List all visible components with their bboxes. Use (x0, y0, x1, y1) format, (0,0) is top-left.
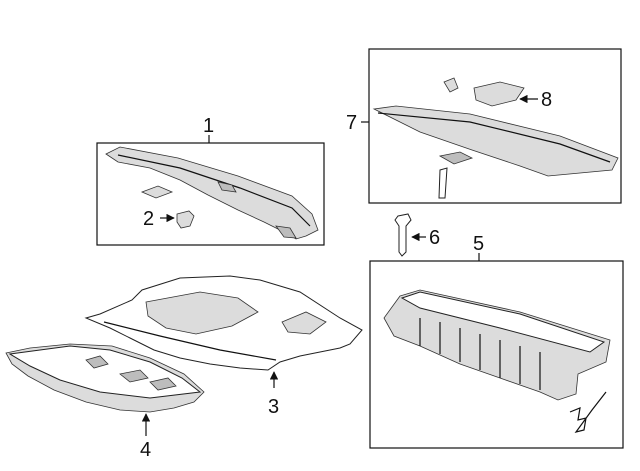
storage-tray-top (400, 291, 606, 353)
bolt-part (394, 213, 412, 257)
callout-1: 1 (203, 115, 214, 137)
group-cargo-cover: 7 8 (346, 48, 622, 204)
callout-6: 6 (429, 227, 440, 249)
callout-3: 3 (268, 396, 279, 418)
cargo-cover-bracket (438, 151, 474, 165)
box-cargo-cover (368, 48, 622, 204)
trim-panel-part (105, 146, 319, 240)
group-bolt: 6 (394, 213, 440, 257)
load-floor-cutouts (85, 355, 177, 391)
cargo-cover-part (372, 105, 619, 177)
small-clip-part (443, 77, 459, 93)
cargo-cover-post (438, 167, 448, 199)
box-storage-tray (369, 260, 624, 449)
callout-4: 4 (140, 439, 151, 461)
bracket-part (473, 81, 525, 107)
floor-panel-channel (103, 321, 277, 361)
clip-part (176, 210, 195, 229)
trim-panel-ridge (117, 154, 311, 227)
group-floor-panel: 3 (84, 275, 363, 418)
cargo-cover-edge (377, 112, 611, 163)
group-trim-panel: 1 2 (96, 115, 325, 246)
spring-part (569, 391, 607, 433)
callout-5: 5 (473, 233, 484, 255)
trim-panel-slot (217, 181, 237, 193)
group-load-floor: 4 (5, 343, 205, 461)
callout-8: 8 (541, 89, 552, 111)
clip-pad-part (140, 185, 174, 199)
group-storage-tray: 5 (369, 233, 624, 449)
callout-7: 7 (346, 112, 357, 134)
callout-2: 2 (143, 208, 154, 230)
storage-tray-ribs (419, 318, 541, 390)
trim-panel-tab (275, 225, 297, 239)
box-trim-panel (96, 142, 325, 246)
floor-panel-pad (281, 311, 327, 335)
floor-panel-detail (145, 291, 259, 335)
storage-tray-part (383, 289, 611, 401)
